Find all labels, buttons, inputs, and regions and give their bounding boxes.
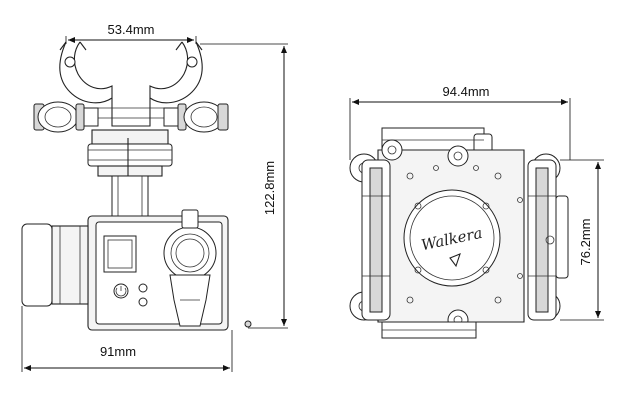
dim-front-height: 76.2mm [560, 159, 604, 321]
dim-motor-spacing: 53.4mm [65, 22, 197, 44]
roll-motor: Walkera [403, 189, 501, 287]
dim-front-width-label: 94.4mm [443, 84, 490, 99]
dim-front-width: 94.4mm [349, 84, 571, 160]
camera-body [21, 209, 229, 331]
left-side-motor [361, 159, 391, 321]
left-dampener-balls [33, 101, 99, 133]
dim-motor-spacing-label: 53.4mm [108, 22, 155, 37]
front-view: Walkera 94.4mm 76.2mm [349, 84, 604, 339]
dim-front-height-label: 76.2mm [578, 219, 593, 266]
dim-side-height: 122.8mm [200, 43, 288, 329]
gimbal-arm [111, 138, 149, 217]
bottom-housing [381, 321, 477, 339]
side-view: 53.4mm 122.8mm 91mm [21, 22, 288, 372]
dim-side-width: 91mm [21, 306, 233, 372]
yaw-motor [87, 129, 173, 177]
dim-side-width-label: 91mm [100, 344, 136, 359]
mount-bracket [59, 41, 203, 127]
right-dampener-balls [163, 101, 229, 133]
right-side-motor [527, 159, 569, 321]
dim-side-height-label: 122.8mm [262, 161, 277, 215]
